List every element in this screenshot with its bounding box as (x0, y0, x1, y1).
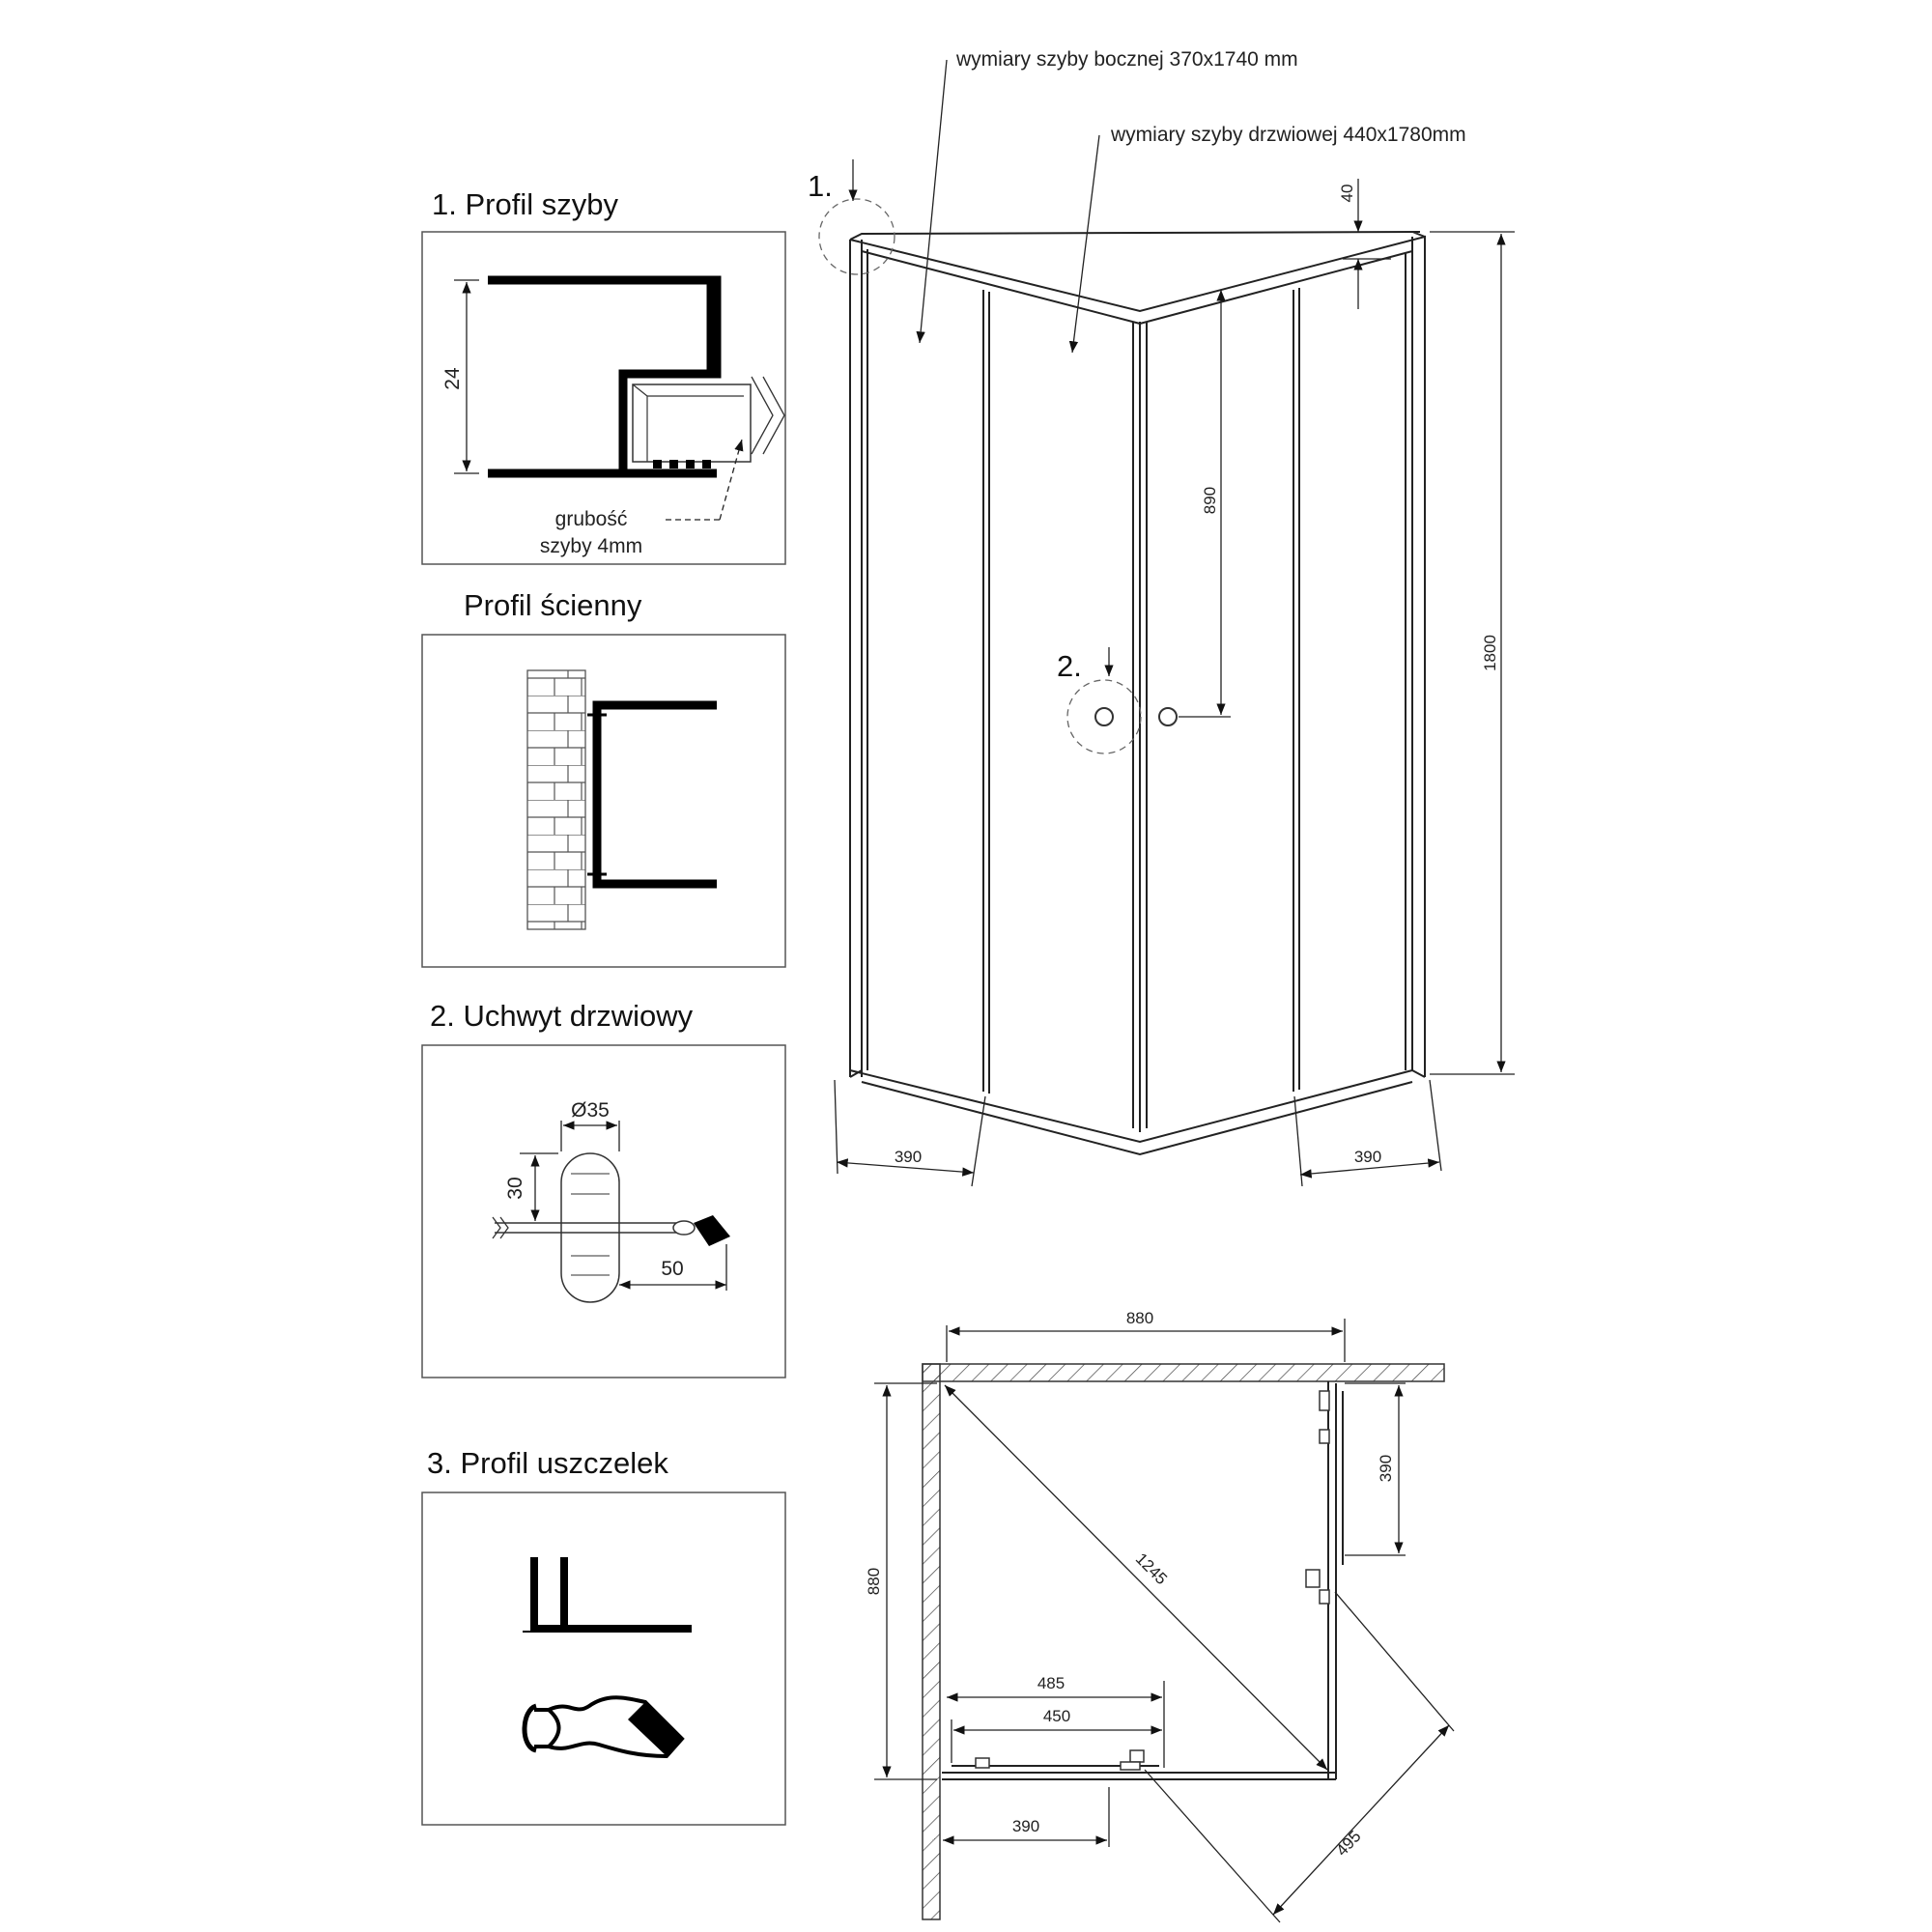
door-glass-leader (1068, 134, 1100, 354)
handle-diameter-label: Ø35 (571, 1099, 610, 1122)
door-glass-dimensions-label: wymiary szyby drzwiowej 440x1780mm (1110, 124, 1466, 146)
plan-view-drawing (874, 1319, 1455, 1923)
door-handle-title: 2. Uchwyt drzwiowy (430, 999, 694, 1033)
marker-2-label: 2. (1057, 649, 1082, 683)
handle-dim-50-label: 50 (661, 1258, 683, 1280)
marker-1-label: 1. (808, 169, 833, 203)
glass-profile-title: 1. Profil szyby (432, 187, 618, 221)
side-glass-leader (916, 59, 948, 344)
seal-profile-title: 3. Profil uszczelek (427, 1446, 668, 1480)
glass-profile-panel (421, 231, 786, 565)
handle-dim-30-label: 30 (504, 1177, 526, 1199)
glass-thickness-label-2: szyby 4mm (540, 535, 642, 557)
front-view-drawing (818, 159, 1515, 1187)
glass-thickness-label-1: grubość (555, 508, 628, 530)
plan-right-390-label: 390 (1377, 1455, 1395, 1482)
glass-profile-drawing (454, 275, 785, 521)
top-offset-label: 40 (1338, 185, 1356, 203)
plan-width-880-label: 880 (1126, 1309, 1153, 1327)
wall-profile-title: Profil ścienny (464, 588, 642, 622)
plan-corner-495-label: 495 (1332, 1827, 1364, 1860)
door-handle-drawing (492, 1121, 730, 1303)
plan-door-450-label: 450 (1043, 1707, 1070, 1725)
door-handle-panel (421, 1044, 786, 1378)
plan-door-485-label: 485 (1037, 1674, 1065, 1692)
seal-profile-drawing (522, 1557, 692, 1759)
handle-height-label: 890 (1201, 487, 1219, 514)
side-glass-dimensions-label: wymiary szyby bocznej 370x1740 mm (955, 48, 1298, 71)
wall-profile-drawing (526, 669, 717, 930)
plan-diagonal-1245-label: 1245 (1132, 1549, 1171, 1588)
total-height-label: 1800 (1481, 635, 1499, 671)
bottom-right-390-label: 390 (1354, 1148, 1381, 1166)
plan-height-880-label: 880 (865, 1568, 883, 1595)
wall-profile-panel (421, 634, 786, 968)
bottom-left-390-label: 390 (895, 1148, 922, 1166)
seal-profile-panel (421, 1492, 786, 1826)
glass-profile-height-label: 24 (441, 367, 464, 390)
plan-bottom-390-label: 390 (1012, 1817, 1039, 1835)
